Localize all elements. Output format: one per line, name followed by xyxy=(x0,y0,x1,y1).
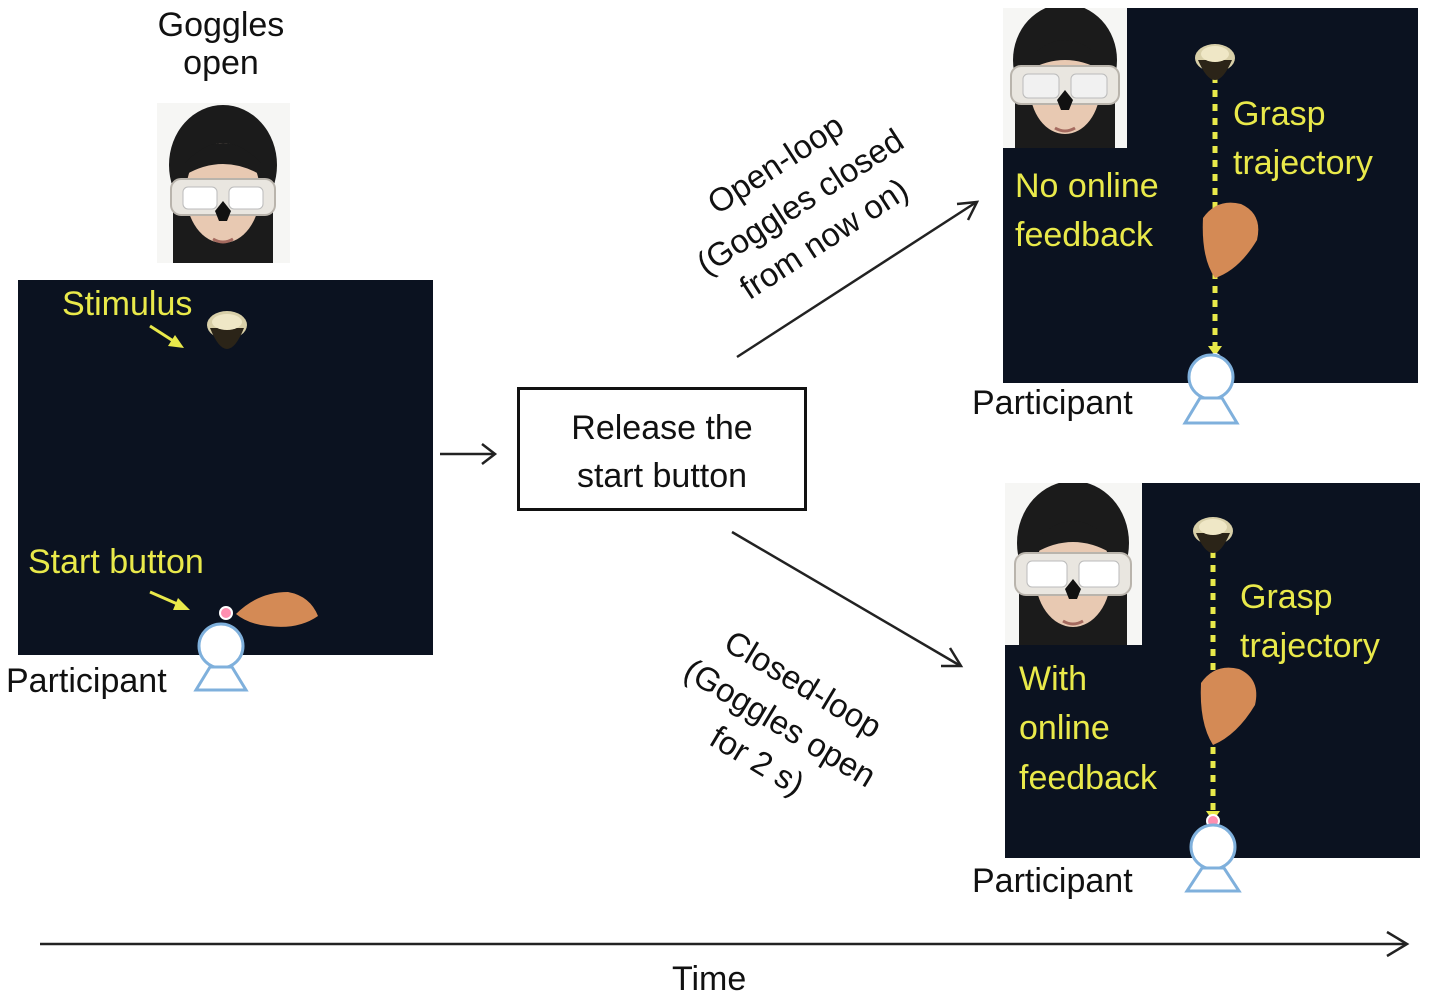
participant-photo-goggles-open xyxy=(157,103,290,263)
face-illustration xyxy=(1010,8,1120,148)
grasping-hand xyxy=(1200,667,1257,745)
stage1-overlays xyxy=(149,311,318,627)
participant-label: Participant xyxy=(972,384,1133,422)
no-online-feedback-label: No online feedback xyxy=(1015,167,1159,255)
participant-icon xyxy=(193,622,249,692)
start-button-label: Start button xyxy=(28,543,204,581)
closed-loop-label: Closed-loop (Goggles open for 2 s) xyxy=(678,622,889,803)
face-illustration xyxy=(169,105,277,263)
time-axis-label: Time xyxy=(672,960,747,998)
stimulus-workspace-panel: Stimulus Start button xyxy=(18,280,433,655)
closed-loop-overlays xyxy=(1193,517,1257,828)
open-loop-overlays xyxy=(1195,44,1259,367)
arrow-to-release xyxy=(440,443,498,465)
stimulus-label: Stimulus xyxy=(62,285,193,323)
participant-photo-goggles-closed xyxy=(1003,8,1127,148)
stimulus-pointer-arrow xyxy=(149,324,184,348)
participant-label: Participant xyxy=(6,662,167,700)
hand-on-start-button xyxy=(236,592,318,627)
open-loop-label: Open-loop (Goggles closed from now on) xyxy=(689,106,915,307)
time-axis-arrow xyxy=(40,930,1410,958)
grasp-trajectory-label: Grasp trajectory xyxy=(1240,578,1380,666)
grasp-trajectory-label: Grasp trajectory xyxy=(1233,95,1373,183)
stimulus-object xyxy=(1195,44,1235,80)
stimulus-object xyxy=(207,311,247,349)
stimulus-object xyxy=(1193,517,1233,553)
participant-icon xyxy=(1184,823,1242,893)
face-illustration xyxy=(1014,483,1132,645)
start-button-pointer-arrow xyxy=(149,590,190,610)
participant-label: Participant xyxy=(972,862,1133,900)
release-start-button-box: Release the start button xyxy=(517,387,807,511)
participant-icon xyxy=(1182,353,1240,425)
grasping-hand xyxy=(1202,202,1259,278)
participant-photo-goggles-open xyxy=(1005,483,1142,645)
start-button xyxy=(219,606,233,620)
with-online-feedback-label: With online feedback xyxy=(1019,660,1157,797)
closed-loop-panel: With online feedback Grasp trajectory xyxy=(1005,483,1420,858)
goggles-open-title: Goggles open xyxy=(157,6,285,82)
